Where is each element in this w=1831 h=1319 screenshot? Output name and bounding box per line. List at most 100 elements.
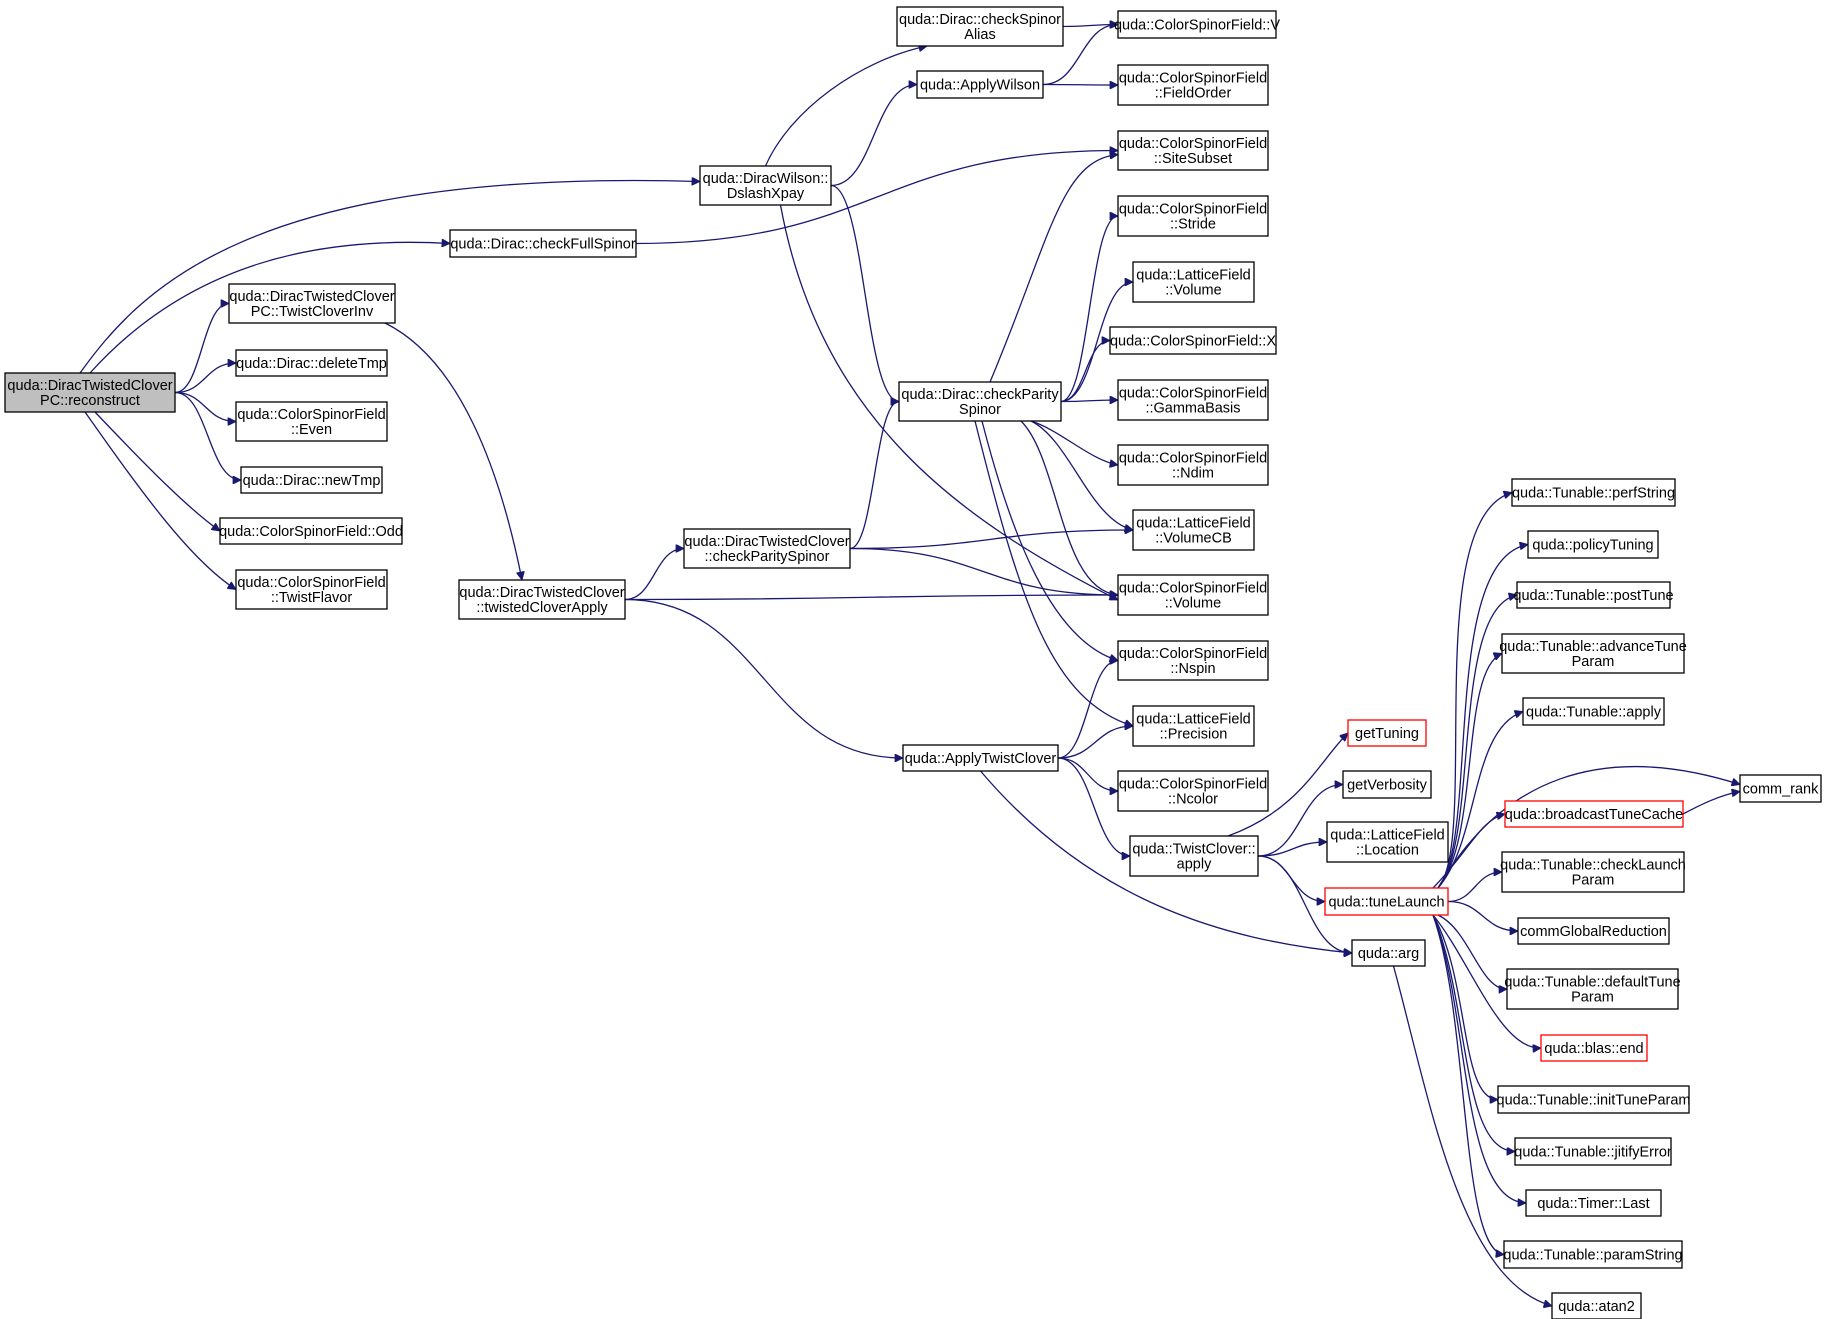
edge-tuneLaunch-to-initTuneParam bbox=[1432, 914, 1498, 1100]
edge-checkParitySpinor-to-siteSubset bbox=[989, 155, 1118, 383]
node-jitifyError[interactable]: quda::Tunable::jitifyError bbox=[1514, 1137, 1672, 1166]
edge-reconstruct-to-twistCloverInv bbox=[174, 304, 229, 394]
edge-dslashXpay-to-applyWilson bbox=[830, 85, 917, 187]
edge-dtcCheckParitySpinor-to-volumeCB bbox=[849, 530, 1133, 550]
node-box bbox=[240, 466, 383, 494]
node-csfVolume[interactable]: quda::ColorSpinorField::Volume bbox=[1117, 574, 1269, 616]
node-box bbox=[1132, 705, 1255, 747]
node-box bbox=[1501, 851, 1685, 893]
edge-tuneLaunch-to-advanceTuneParam bbox=[1437, 654, 1502, 889]
node-deleteTmp[interactable]: quda::Dirac::deleteTmp bbox=[235, 349, 388, 377]
node-box bbox=[1506, 968, 1679, 1010]
node-label: quda::ColorSpinorField bbox=[1119, 71, 1267, 87]
node-label: quda::ColorSpinorField::Odd bbox=[219, 524, 403, 540]
node-box bbox=[1117, 130, 1269, 171]
node-label: quda::Tunable::initTuneParam bbox=[1497, 1093, 1691, 1109]
edge-checkParitySpinor-to-gammaBasis bbox=[1060, 400, 1118, 402]
node-box bbox=[1129, 835, 1259, 877]
edge-checkParitySpinor-to-ndim bbox=[1030, 420, 1118, 465]
node-stride[interactable]: quda::ColorSpinorField::Stride bbox=[1117, 195, 1269, 237]
node-commRank[interactable]: comm_rank bbox=[1739, 774, 1822, 803]
node-box bbox=[1117, 64, 1269, 106]
node-label: quda::Tunable::checkLaunch bbox=[1500, 858, 1686, 874]
node-label: ::Volume bbox=[1165, 596, 1221, 612]
node-label: ::Ndim bbox=[1172, 466, 1214, 482]
node-getVerbosity[interactable]: getVerbosity bbox=[1342, 770, 1432, 799]
node-box bbox=[1109, 326, 1277, 355]
node-twistedCloverApply[interactable]: quda::DiracTwistedClover::twistedCloverA… bbox=[458, 579, 626, 620]
node-siteSubset[interactable]: quda::ColorSpinorField::SiteSubset bbox=[1117, 130, 1269, 171]
node-box bbox=[219, 517, 403, 545]
node-dslashXpay[interactable]: quda::DiracWilson::DslashXpay bbox=[699, 165, 832, 206]
node-blasEnd[interactable]: quda::blas::end bbox=[1540, 1034, 1648, 1062]
node-label: quda::LatticeField bbox=[1136, 712, 1250, 728]
edge-dslashXpay-to-csfVolume bbox=[779, 204, 1119, 601]
node-twistFlavor[interactable]: quda::ColorSpinorField::TwistFlavor bbox=[235, 569, 388, 610]
node-location[interactable]: quda::LatticeField::Location bbox=[1326, 821, 1449, 863]
node-label: ::checkParitySpinor bbox=[705, 549, 830, 565]
node-label: quda::ColorSpinorField bbox=[1119, 777, 1267, 793]
node-postTune[interactable]: quda::Tunable::postTune bbox=[1513, 581, 1674, 609]
node-box bbox=[1117, 574, 1269, 616]
node-label: quda::ColorSpinorField bbox=[237, 407, 385, 423]
node-box bbox=[1517, 917, 1670, 945]
edge-reconstruct-to-twistFlavor bbox=[84, 411, 236, 591]
edge-checkParitySpinor-to-csfX bbox=[1060, 341, 1110, 403]
node-nspin[interactable]: quda::ColorSpinorField::Nspin bbox=[1117, 640, 1269, 681]
node-label: Param bbox=[1572, 654, 1615, 670]
node-label: quda::ApplyWilson bbox=[920, 78, 1040, 94]
node-timerLast[interactable]: quda::Timer::Last bbox=[1525, 1189, 1662, 1217]
node-applyWilson[interactable]: quda::ApplyWilson bbox=[916, 70, 1044, 99]
node-commGlobalReduction[interactable]: commGlobalReduction bbox=[1517, 917, 1670, 945]
node-box bbox=[1132, 261, 1255, 303]
node-label: quda::ColorSpinorField bbox=[1119, 646, 1267, 662]
node-volumeCB[interactable]: quda::LatticeField::VolumeCB bbox=[1132, 509, 1255, 551]
node-perfString[interactable]: quda::Tunable::perfString bbox=[1511, 478, 1676, 507]
edge-checkParitySpinor-to-nspin bbox=[981, 420, 1118, 661]
node-lfVolume[interactable]: quda::LatticeField::Volume bbox=[1132, 261, 1255, 303]
node-paramString[interactable]: quda::Tunable::paramString bbox=[1503, 1240, 1683, 1269]
node-box bbox=[898, 381, 1062, 422]
node-checkFullSpinor[interactable]: quda::Dirac::checkFullSpinor bbox=[449, 229, 637, 258]
node-gammaBasis[interactable]: quda::ColorSpinorField::GammaBasis bbox=[1117, 379, 1269, 421]
node-fieldOrder[interactable]: quda::ColorSpinorField::FieldOrder bbox=[1117, 64, 1269, 106]
node-box bbox=[1497, 1085, 1690, 1114]
node-ncolor[interactable]: quda::ColorSpinorField::Ncolor bbox=[1117, 770, 1269, 812]
node-policyTuning[interactable]: quda::policyTuning bbox=[1527, 530, 1659, 559]
node-initTuneParam[interactable]: quda::Tunable::initTuneParam bbox=[1497, 1085, 1691, 1114]
node-odd[interactable]: quda::ColorSpinorField::Odd bbox=[219, 517, 403, 545]
node-box bbox=[449, 229, 637, 258]
node-label: quda::ColorSpinorField bbox=[1119, 386, 1267, 402]
node-twistCloverApply[interactable]: quda::TwistClover::apply bbox=[1129, 835, 1259, 877]
node-label: quda::ColorSpinorField bbox=[1119, 581, 1267, 597]
node-csfV[interactable]: quda::ColorSpinorField::V bbox=[1114, 10, 1280, 39]
node-label: PC::TwistCloverInv bbox=[251, 304, 374, 320]
edge-reconstruct-to-even bbox=[174, 391, 236, 422]
node-atan2[interactable]: quda::atan2 bbox=[1551, 1292, 1642, 1319]
edge-applyWilson-to-csfV bbox=[1042, 25, 1118, 86]
node-box bbox=[1527, 530, 1659, 559]
node-twistCloverInv[interactable]: quda::DiracTwistedCloverPC::TwistCloverI… bbox=[228, 283, 396, 324]
node-arg[interactable]: quda::arg bbox=[1351, 939, 1426, 967]
node-applyTwistClover[interactable]: quda::ApplyTwistClover bbox=[902, 744, 1059, 772]
node-getTuning[interactable]: getTuning bbox=[1347, 719, 1427, 747]
node-precision[interactable]: quda::LatticeField::Precision bbox=[1132, 705, 1255, 747]
node-ndim[interactable]: quda::ColorSpinorField::Ndim bbox=[1117, 444, 1269, 486]
node-newTmp[interactable]: quda::Dirac::newTmp bbox=[240, 466, 383, 494]
node-checkParitySpinor[interactable]: quda::Dirac::checkParitySpinor bbox=[898, 381, 1062, 422]
node-tuneLaunch[interactable]: quda::tuneLaunch bbox=[1324, 887, 1449, 916]
node-box bbox=[1504, 800, 1684, 828]
node-dtcCheckParitySpinor[interactable]: quda::DiracTwistedClover::checkParitySpi… bbox=[683, 528, 851, 569]
node-broadcastTuneCache[interactable]: quda::broadcastTuneCache bbox=[1504, 800, 1684, 828]
node-even[interactable]: quda::ColorSpinorField::Even bbox=[235, 401, 388, 442]
node-box bbox=[1132, 509, 1255, 551]
node-tunableApply[interactable]: quda::Tunable::apply bbox=[1522, 697, 1665, 726]
node-label: ::FieldOrder bbox=[1155, 86, 1232, 102]
node-csfX[interactable]: quda::ColorSpinorField::X bbox=[1109, 326, 1277, 355]
node-label: ::SiteSubset bbox=[1154, 151, 1232, 167]
